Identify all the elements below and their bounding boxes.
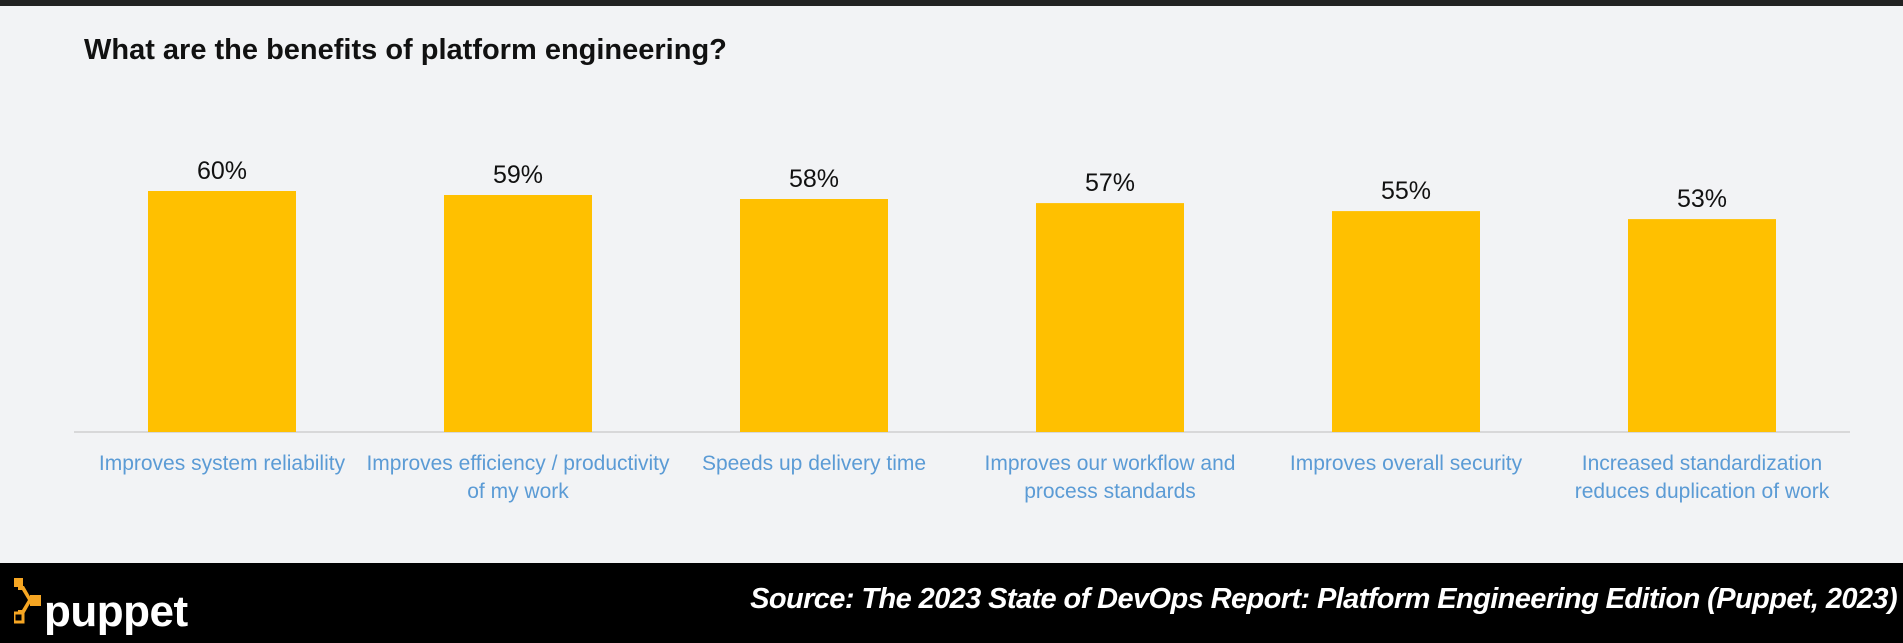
category-label-1-line-1: of my work (467, 480, 569, 503)
value-label-3: 57% (1085, 169, 1135, 197)
puppet-logo-icon (14, 578, 41, 624)
category-label-5: Increased standardization reduces duplica… (1575, 452, 1830, 503)
category-label-2: Speeds up delivery time (702, 452, 926, 475)
category-label-4-line-0: Improves overall security (1290, 452, 1523, 475)
category-label-1-line-0: Improves efficiency / productivity (366, 452, 670, 475)
bar-0 (148, 191, 296, 432)
chart-title: What are the benefits of platform engine… (84, 34, 727, 66)
top-strip (0, 0, 1903, 6)
value-label-0: 60% (197, 157, 247, 185)
category-label-5-line-0: Increased standardization (1582, 452, 1823, 475)
bar-1 (444, 195, 592, 432)
category-label-5-line-1: reduces duplication of work (1575, 480, 1830, 503)
category-label-0-line-0: Improves system reliability (99, 452, 346, 475)
category-label-0: Improves system reliability (99, 452, 346, 475)
bar-chart: 60% Improves system reliability 59% Improve… (74, 157, 1850, 503)
value-label-1: 59% (493, 161, 543, 189)
category-label-1: Improves efficiency / productivity of my … (366, 452, 670, 503)
bars-group: 60% Improves system reliability 59% Improve… (99, 157, 1830, 503)
category-label-3-line-0: Improves our workflow and (985, 452, 1236, 475)
source-citation: Source: The 2023 State of DevOps Report:… (750, 583, 1897, 615)
value-label-2: 58% (789, 165, 839, 193)
bar-3 (1036, 203, 1184, 432)
footer: puppet Source: The 2023 State of DevOps … (0, 563, 1903, 643)
category-label-3-line-1: process standards (1024, 480, 1196, 503)
category-label-3: Improves our workflow and process standar… (985, 452, 1236, 503)
value-label-5: 53% (1677, 185, 1727, 213)
value-label-4: 55% (1381, 177, 1431, 205)
bar-4 (1332, 211, 1480, 432)
brand-name: puppet (44, 587, 188, 636)
category-label-4: Improves overall security (1290, 452, 1523, 475)
category-label-2-line-0: Speeds up delivery time (702, 452, 926, 475)
bar-5 (1628, 219, 1776, 432)
bar-2 (740, 199, 888, 432)
